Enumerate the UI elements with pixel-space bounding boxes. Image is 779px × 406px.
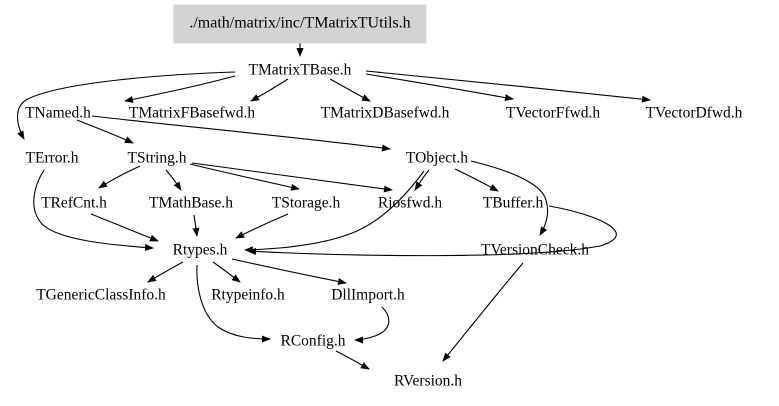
edge-trefcnt-rtypes xyxy=(90,213,159,242)
edge-rconfig-rversion xyxy=(335,350,370,370)
node-rversion[interactable]: RVersion.h xyxy=(393,372,463,390)
node-tobject[interactable]: TObject.h xyxy=(405,149,469,167)
node-tmathbase[interactable]: TMathBase.h xyxy=(149,194,233,212)
node-tmatrixfbasefwd[interactable]: TMatrixFBasefwd.h xyxy=(128,104,256,122)
node-tgenericclassinfo[interactable]: TGenericClassInfo.h xyxy=(36,286,166,304)
node-tnamed[interactable]: TNamed.h xyxy=(25,104,91,122)
node-trefcnt[interactable]: TRefCnt.h xyxy=(41,194,107,212)
edge-tmatrixtbase-terror xyxy=(16,71,236,140)
edge-tobject-riosfwd xyxy=(414,169,430,191)
node-dllimport[interactable]: DllImport.h xyxy=(331,286,405,304)
edge-tstring-tstorage xyxy=(189,163,300,191)
edge-dllimport-rconfig xyxy=(354,306,390,344)
edge-tstring-riosfwd xyxy=(191,162,393,193)
edge-rtypes-rconfig xyxy=(196,264,271,343)
edge-tobject-tbuffer xyxy=(454,168,499,192)
node-rtypes[interactable]: Rtypes.h xyxy=(172,241,228,259)
node-rconfig[interactable]: RConfig.h xyxy=(280,332,346,350)
edge-tnamed-tobject xyxy=(91,115,391,152)
edge-terror-rtypes xyxy=(33,169,154,251)
node-tversioncheck[interactable]: TVersionCheck.h xyxy=(480,241,590,259)
node-tstring[interactable]: TString.h xyxy=(127,149,187,167)
edge-tobject-tversion xyxy=(470,160,549,236)
edge-tobject-rtypes xyxy=(244,170,425,254)
node-root[interactable]: ./math/matrix/inc/TMatrixTUtils.h xyxy=(173,4,427,44)
node-tstorage[interactable]: TStorage.h xyxy=(271,194,341,212)
edge-tmatrixtbase-tvectord xyxy=(365,70,651,103)
edge-rtypes-rtypeinfo xyxy=(212,261,241,283)
edge-tversion-rversion xyxy=(442,262,524,362)
edge-tmatrixtbase-tnamed xyxy=(124,75,236,103)
node-tbuffer[interactable]: TBuffer.h xyxy=(482,194,544,212)
node-rtypeinfo[interactable]: Rtypeinfo.h xyxy=(211,286,285,304)
edge-rtypes-tgeneric xyxy=(147,261,184,283)
node-tvectordfwd[interactable]: TVectorDfwd.h xyxy=(645,104,743,122)
edge-tnamed-tstring xyxy=(76,119,134,144)
edge-tstring-trefcnt xyxy=(98,165,141,189)
edge-tmatrixtbase-tmatrixdb xyxy=(329,78,371,102)
edge-rtypes-dllimport xyxy=(231,258,347,285)
edge-tstorage-rtypes xyxy=(235,213,289,239)
edge-tstring-tmathbase xyxy=(165,169,182,191)
edge-tmatrixtbase-tmatrixfb xyxy=(250,78,289,102)
node-terror[interactable]: TError.h xyxy=(25,149,79,167)
edge-tbuffer-rtypes xyxy=(247,205,617,257)
node-riosfwd[interactable]: Riosfwd.h xyxy=(377,194,443,212)
edge-tmathbase-rtypes xyxy=(192,214,200,237)
node-tmatrixtbase[interactable]: TMatrixTBase.h xyxy=(248,61,352,79)
node-tmatrixdbasefwd[interactable]: TMatrixDBasefwd.h xyxy=(320,104,450,122)
edge-tmatrixtbase-tvectorf xyxy=(365,73,514,102)
node-tvectorffwd[interactable]: TVectorFfwd.h xyxy=(505,104,601,122)
